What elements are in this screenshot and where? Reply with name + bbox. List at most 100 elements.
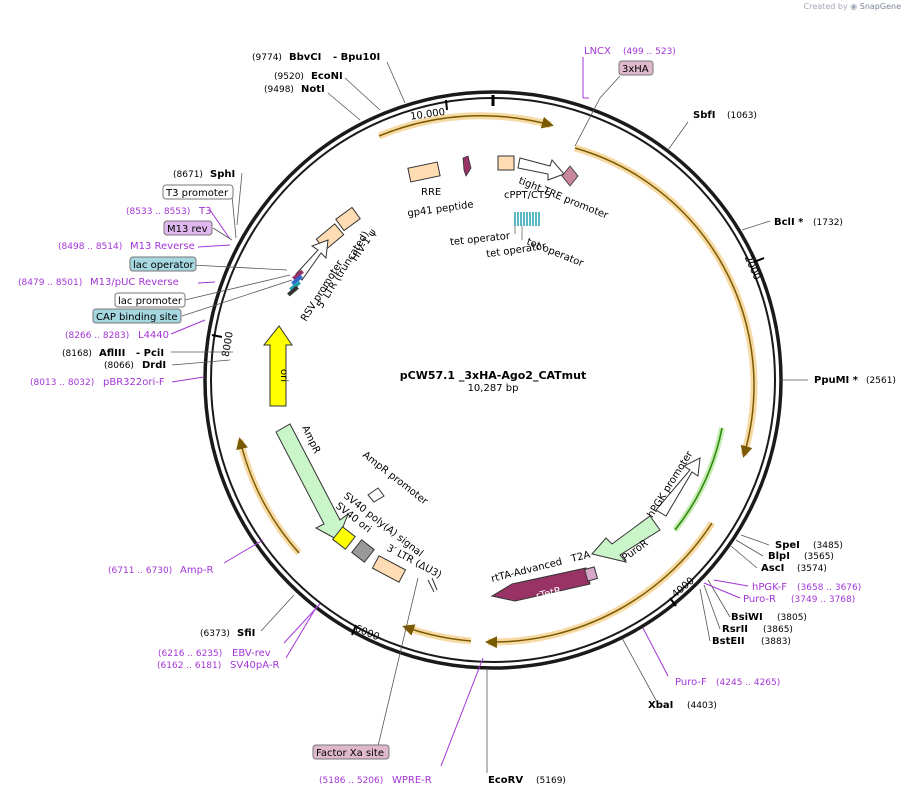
enzyme-leaders — [171, 61, 808, 773]
rre-box — [407, 161, 441, 183]
primer-range-pbr322: (8013 .. 8032) — [30, 378, 94, 388]
snapgene-logo-icon: ◉ — [850, 2, 858, 11]
feature-leaders — [181, 75, 621, 747]
enzyme-pos-sbfi: (1063) — [727, 111, 757, 121]
tre-marker — [561, 165, 579, 187]
rsv-cluster-d — [287, 285, 299, 297]
orf-arc-bottom-right-line — [485, 522, 713, 649]
enzyme-bbvci-extra: - Bpu10I — [333, 52, 380, 63]
ltr3-box — [371, 555, 407, 583]
primer-pbr322: pBR322ori-F — [103, 377, 165, 388]
tight-tre-arrow — [517, 157, 565, 181]
enzyme-pos-blpi: (3565) — [804, 552, 834, 562]
enzyme-xbai: XbaI — [648, 700, 673, 711]
primer-lncx: LNCX — [584, 46, 611, 57]
tick-8000 — [211, 334, 223, 338]
hiv1-psi-box — [335, 206, 361, 232]
ampr-promoter-arrow — [367, 487, 385, 503]
primer-ampr: Amp-R — [180, 565, 214, 576]
ltr3-marker-b — [431, 577, 438, 591]
enzyme-pos-spei: (3485) — [813, 541, 843, 551]
lac-promoter-label: lac promoter — [118, 296, 183, 307]
enzyme-bsteii: BstEII — [712, 636, 745, 647]
enzyme-pos-drdi: (8066) — [104, 361, 134, 371]
orf-arc-right-line — [574, 147, 755, 458]
ori-label: ori — [278, 369, 289, 382]
orf-arc-bottom-line — [402, 624, 472, 642]
primer-m13rev: M13 Reverse — [130, 241, 195, 252]
boxed-feature-labels: 3xHA T3 promoter M13 rev lac operator la… — [92, 60, 654, 760]
enzyme-drdi: DrdI — [142, 360, 166, 371]
primer-range-ebvrev: (6216 .. 6235) — [158, 649, 222, 659]
enzyme-spei: SpeI — [775, 540, 800, 551]
primer-hpgkf: hPGK-F — [752, 582, 787, 593]
enzyme-pos-bsiwi: (3805) — [777, 613, 807, 623]
primer-ebvrev: EBV-rev — [232, 648, 271, 659]
ampr-promoter-label: AmpR promoter — [360, 450, 430, 508]
primer-range-puror: (3749 .. 3768) — [791, 595, 855, 605]
primer-range-t3: (8533 .. 8553) — [126, 207, 190, 217]
enzyme-ppumi: PpuMI * — [814, 375, 859, 386]
enzyme-afliii-extra: - PciI — [136, 348, 164, 359]
rre-label: RRE — [421, 187, 441, 198]
enzyme-bcli: BclI * — [774, 217, 804, 228]
enzyme-pos-bsteii: (3883) — [761, 637, 791, 647]
t2a-label: T2A — [569, 550, 592, 566]
plasmid-length: 10,287 bp — [468, 383, 519, 394]
m13-rev-label: M13 rev — [167, 224, 208, 235]
cap-binding-label: CAP binding site — [96, 312, 178, 323]
tick-10000 — [445, 99, 448, 111]
t2a-box — [583, 566, 599, 582]
enzyme-sbfi: SbfI — [693, 110, 715, 121]
rsv-cluster-a — [292, 269, 304, 281]
enzyme-asci: AscI — [761, 563, 784, 574]
rsv-cluster-b — [291, 274, 303, 286]
ha-tag-label: 3xHA — [622, 64, 649, 75]
cppt-box — [497, 155, 515, 171]
enzyme-sphi: SphI — [210, 169, 235, 180]
credit-prefix: Created by — [803, 2, 848, 11]
tet-operator-label-1: tet operator — [450, 231, 512, 248]
enzyme-pos-xbai: (4403) — [687, 701, 717, 711]
orf-arc-green-line — [674, 427, 723, 531]
enzyme-blpi: BlpI — [768, 551, 790, 562]
t3-promoter-box — [162, 184, 234, 200]
primer-t3: T3 — [198, 206, 211, 217]
enzyme-pos-ecorv: (5169) — [536, 776, 566, 786]
orf-arc-bottom — [403, 623, 472, 645]
rsv-cluster-c — [289, 280, 301, 292]
primer-range-sv40par: (6162 .. 6181) — [157, 661, 221, 671]
factor-xa-label: Factor Xa site — [316, 748, 384, 759]
tick-label-8000: 8000 — [221, 331, 236, 358]
tet-operator-array — [514, 212, 540, 226]
primer-range-wprer: (5186 .. 5206) — [319, 776, 383, 786]
puror-arrow — [591, 515, 661, 563]
primer-range-ampr: (6711 .. 6730) — [108, 566, 172, 576]
enzyme-noti: NotI — [301, 84, 325, 95]
rsv-promoter-arrow — [295, 239, 329, 281]
primer-leaders — [170, 57, 749, 767]
cppt-label: cPPT/CTS — [504, 190, 550, 201]
ori-arrow — [262, 325, 293, 407]
primer-range-hpgkf: (3658 .. 3676) — [797, 583, 861, 593]
enzyme-labels: (9774) BbvCI - Bpu10I (9520) EcoNI (9498… — [62, 52, 896, 786]
primer-range-lncx: (499 .. 523) — [623, 47, 676, 57]
primer-l4440: L4440 — [138, 330, 169, 341]
factor-xa-box — [312, 744, 390, 760]
ltr3-marker-a — [427, 579, 435, 593]
orf-arc-left-line — [236, 437, 300, 554]
primer-puror: Puro-R — [743, 594, 776, 605]
tet-operator-label-3: tet operator — [486, 241, 548, 260]
credit-brand: SnapGene — [859, 2, 901, 11]
enzyme-econi: EcoNI — [311, 71, 343, 82]
primer-sv40par: SV40pA-R — [230, 660, 279, 671]
lac-operator-label: lac operator — [133, 260, 194, 271]
enzyme-pos-rsrii: (3865) — [763, 625, 793, 635]
t3-promoter-label: T3 promoter — [165, 188, 229, 199]
plasmid-name: pCW57.1 _3xHA-Ago2_CATmut — [400, 369, 586, 382]
enzyme-pos-asci: (3574) — [797, 564, 827, 574]
enzyme-pos-sfii: (6373) — [200, 629, 230, 639]
enzyme-afliii: AflIII — [99, 348, 125, 359]
primer-wprer: WPRE-R — [392, 775, 432, 786]
